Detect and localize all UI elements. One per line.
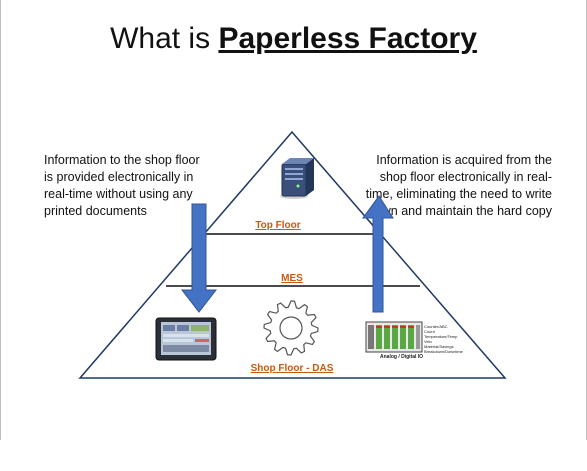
title-emphasis: Paperless Factory bbox=[218, 22, 477, 55]
io-line-1: Counter/ABC bbox=[424, 324, 448, 329]
touch-panel-icon bbox=[155, 317, 217, 361]
io-line-6: Breakdown/Downtime bbox=[424, 349, 464, 354]
title-prefix: What is bbox=[110, 22, 219, 55]
gear-icon bbox=[263, 300, 319, 356]
level-label-middle: MES bbox=[281, 273, 303, 284]
level-label-bottom: Shop Floor - DAS bbox=[251, 363, 334, 374]
io-line-5: Material/Savings bbox=[424, 344, 454, 349]
io-line-3: Temperature/Temp bbox=[424, 334, 458, 339]
io-module-icon: Analog / Digital IO Counter/ABC Count Te… bbox=[365, 321, 464, 360]
page-title: What is Paperless Factory bbox=[0, 22, 587, 56]
level-label-top: Top Floor bbox=[255, 220, 300, 231]
io-line-2: Count bbox=[424, 329, 436, 334]
io-line-4: Velo bbox=[424, 339, 433, 344]
pyramid-outline bbox=[78, 130, 507, 379]
io-label: Analog / Digital IO bbox=[380, 354, 423, 360]
note-right: Information is acquired from the shop fl… bbox=[365, 153, 552, 218]
server-icon bbox=[280, 158, 314, 199]
slide-border-left bbox=[0, 0, 1, 440]
arrow-up-icon bbox=[362, 195, 394, 313]
note-left: Information to the shop floor is provide… bbox=[44, 153, 200, 218]
arrow-down-icon bbox=[180, 203, 218, 313]
